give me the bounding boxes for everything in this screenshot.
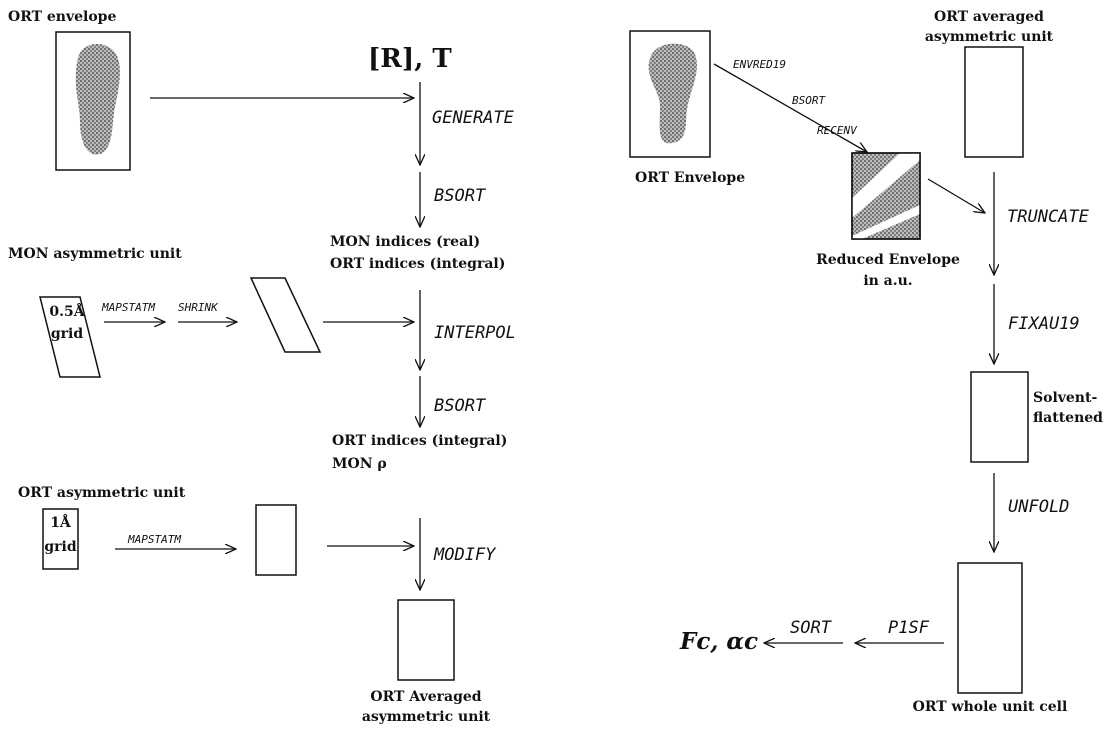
mon-indices-line1: MON indices (real) <box>330 234 480 250</box>
solvent-line1: Solvent- <box>1033 390 1097 406</box>
ort-indices-line1: ORT indices (integral) <box>332 433 507 449</box>
interpol-label: INTERPOL <box>434 323 516 343</box>
envred19-label: ENVRED19 <box>733 58 786 71</box>
modify-label: MODIFY <box>434 545 495 565</box>
mapstatm-label-2: MAPSTATM <box>128 533 181 546</box>
ort-averaged-line2: asymmetric unit <box>346 709 506 725</box>
ort-envelope-label: ORT envelope <box>8 9 116 25</box>
reduced-envelope-line1: Reduced Envelope <box>808 252 968 268</box>
ort-averaged-line1: ORT Averaged <box>346 689 506 705</box>
reduced-envelope-line2: in a.u. <box>808 273 968 289</box>
solvent-flattened-box <box>971 372 1028 462</box>
grid-half-line1: 0.5Å <box>44 304 90 320</box>
solvent-line2: flattened <box>1033 410 1103 426</box>
whole-unit-cell-label: ORT whole unit cell <box>905 699 1075 715</box>
shrunk-parallelogram <box>251 278 320 352</box>
unfold-label: UNFOLD <box>1008 497 1069 517</box>
arrow-envred <box>714 64 867 152</box>
ort-averaged-right-line1: ORT averaged <box>914 9 1064 25</box>
p1sf-label: P1SF <box>888 618 929 638</box>
mon-au-label: MON asymmetric unit <box>8 246 182 262</box>
rt-label: [R], T <box>368 44 452 74</box>
ort-au-label: ORT asymmetric unit <box>18 485 185 501</box>
ort-au-mapped-box <box>256 505 296 575</box>
generate-label: GENERATE <box>432 108 514 128</box>
ort-envelope-right-label: ORT Envelope <box>635 170 745 186</box>
ort-indices-line2: MON ρ <box>332 456 387 472</box>
bsort-label-2: BSORT <box>434 396 485 416</box>
bsort-label-1: BSORT <box>434 186 485 206</box>
ort-envelope-box <box>56 32 130 170</box>
fc-alpha-label: Fc, αc <box>680 628 758 655</box>
sort-label: SORT <box>790 618 831 638</box>
grid-one-line1: 1Å <box>43 515 78 531</box>
grid-half-line2: grid <box>44 326 90 342</box>
whole-unit-cell-box <box>958 563 1022 693</box>
ort-envelope-right-box <box>630 31 710 157</box>
ort-averaged-box <box>398 600 454 680</box>
recenv-label: RECENV <box>817 124 857 137</box>
mon-indices-line2: ORT indices (integral) <box>330 256 505 272</box>
grid-one-line2: grid <box>43 539 78 555</box>
arrow-reduced-to-truncate <box>928 179 985 213</box>
bsort-right-label: BSORT <box>792 94 825 107</box>
ort-averaged-right-box <box>965 47 1023 157</box>
shrink-label: SHRINK <box>178 301 218 314</box>
fixau19-label: FIXAU19 <box>1008 314 1080 334</box>
ort-averaged-right-line2: asymmetric unit <box>914 29 1064 45</box>
truncate-label: TRUNCATE <box>1007 207 1089 227</box>
mapstatm-label-1: MAPSTATM <box>102 301 155 314</box>
reduced-envelope-box <box>852 153 920 239</box>
